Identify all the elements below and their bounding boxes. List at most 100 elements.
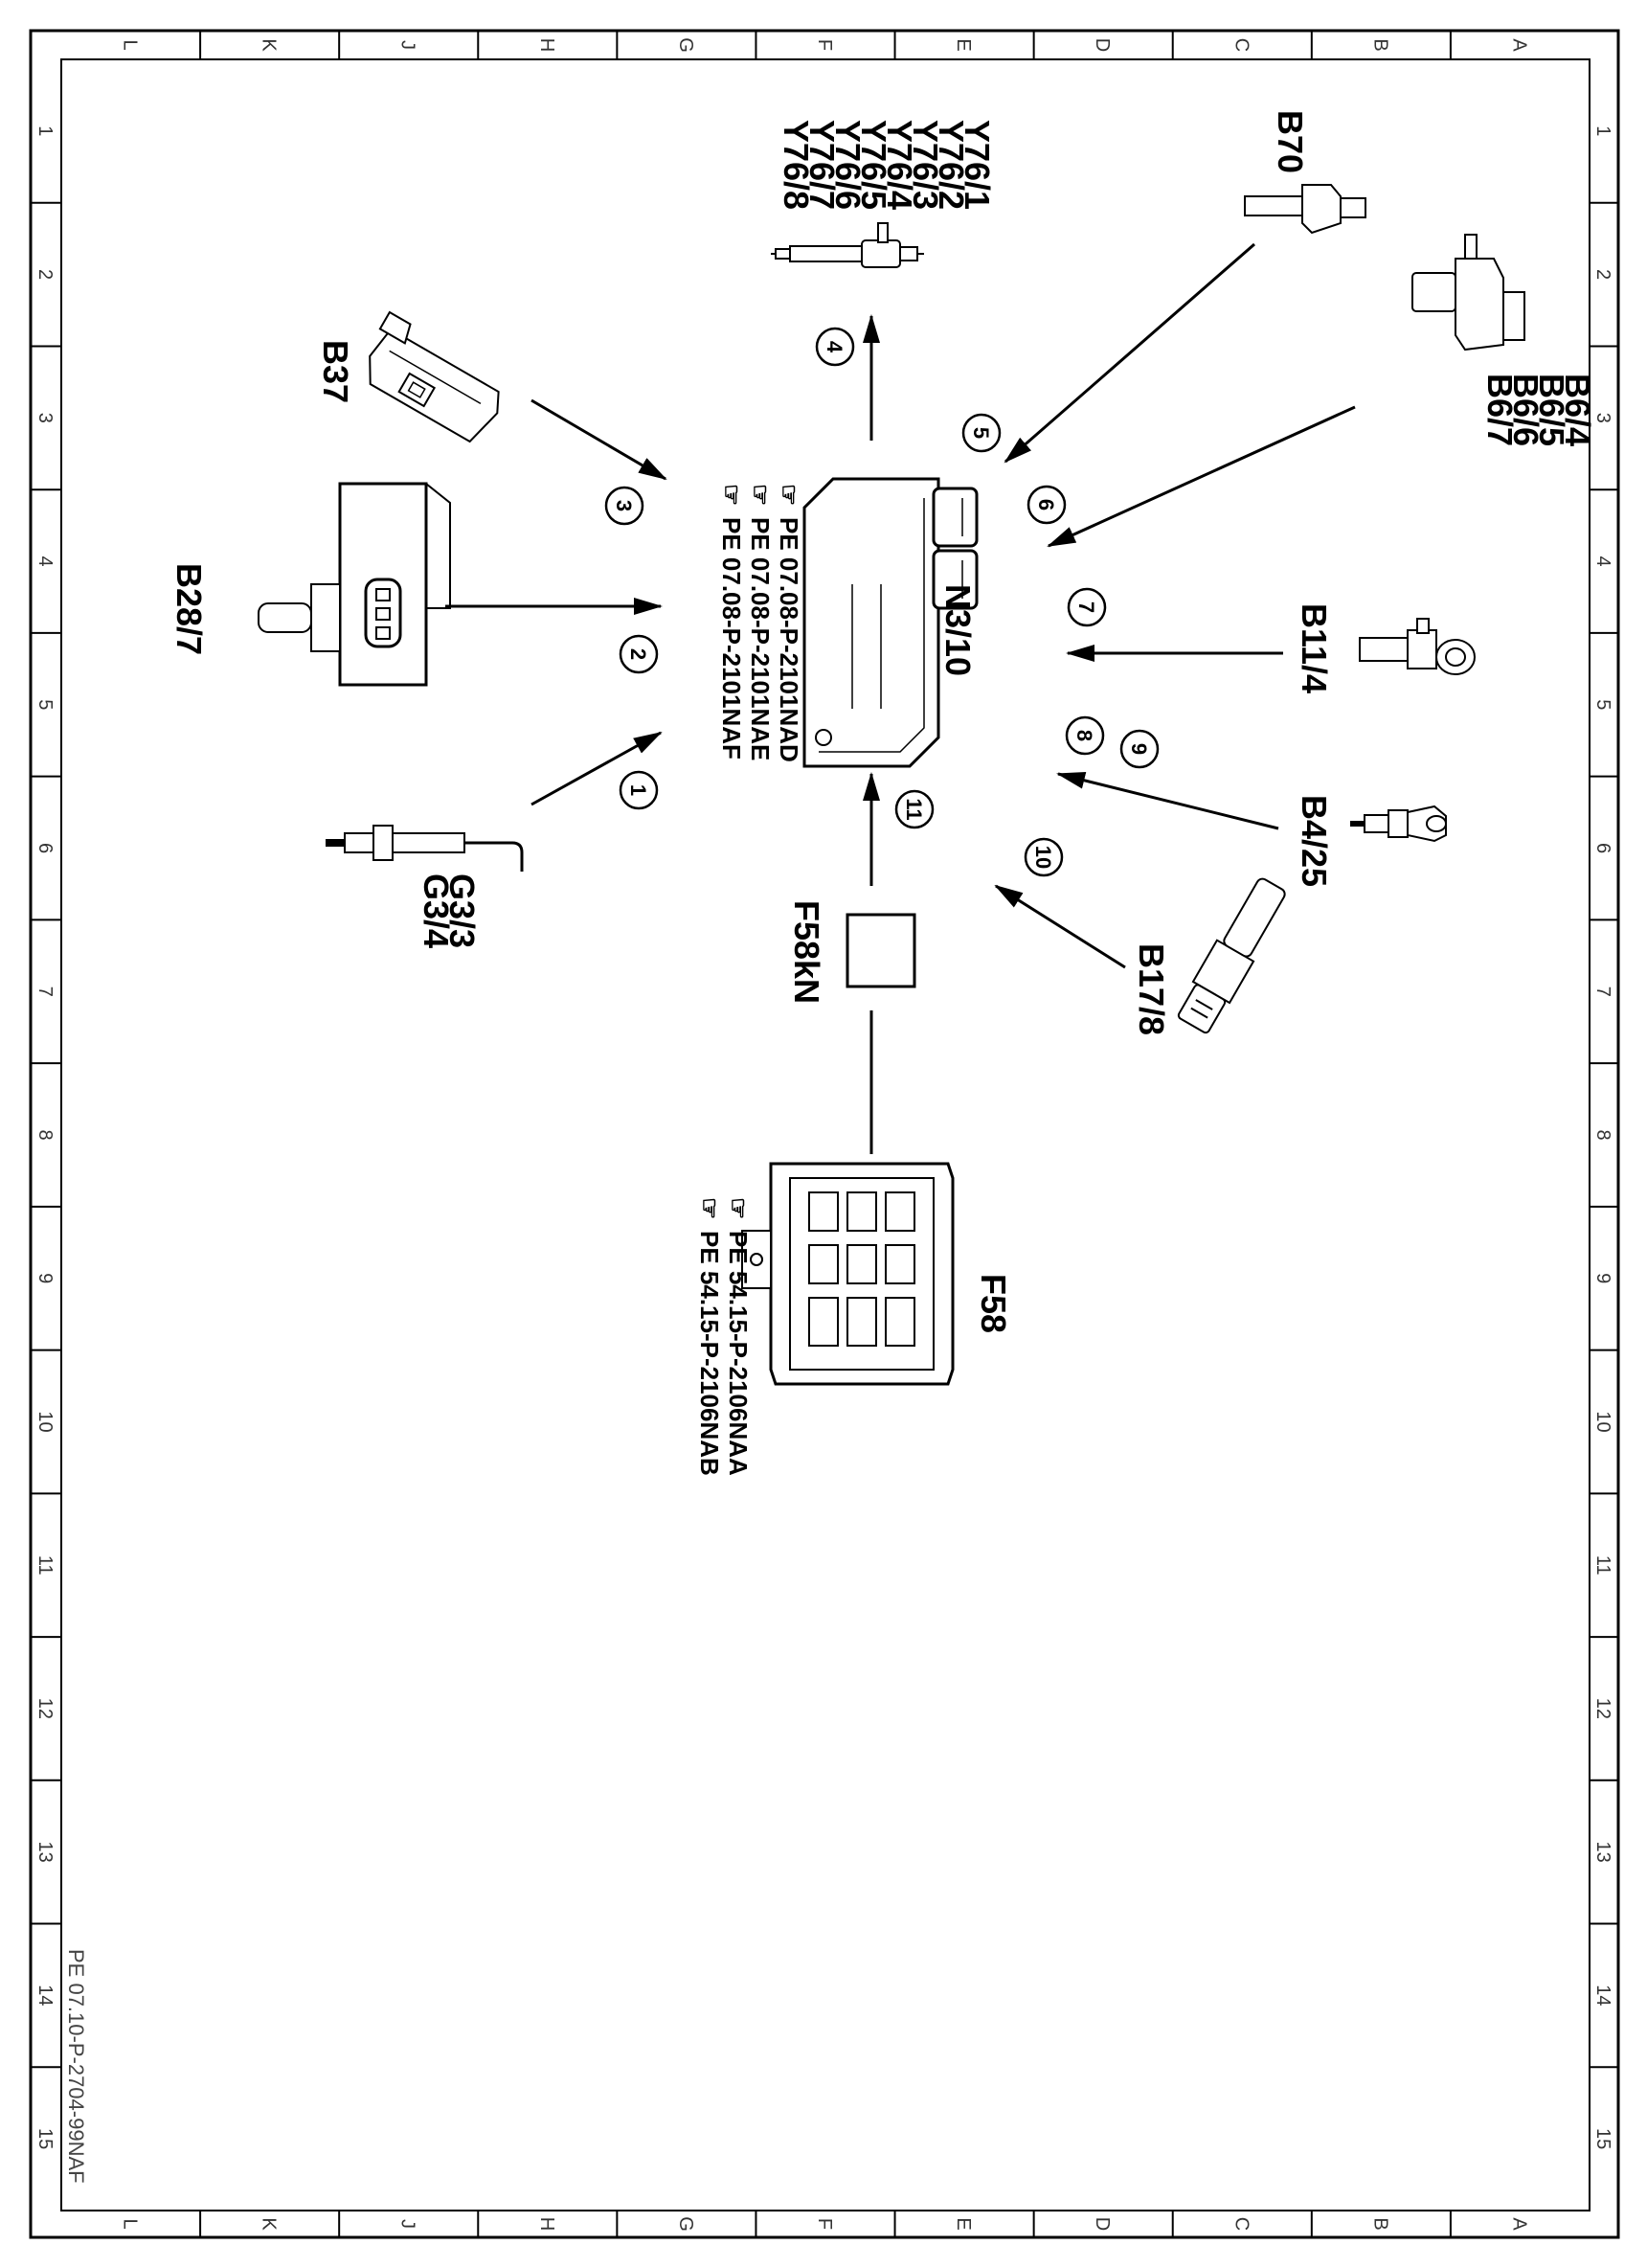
grid-column-label: E xyxy=(953,2217,974,2230)
reference-link[interactable]: PE 07.08-P-2101NAE xyxy=(746,517,775,760)
grid-column-label: A xyxy=(1508,38,1529,52)
callout-8: 8 xyxy=(1065,715,1105,756)
hand-pointer-icon: ☞ xyxy=(695,1197,724,1219)
callout-4: 4 xyxy=(815,327,855,367)
sensor-g3-drawing xyxy=(326,825,524,872)
callout-number: 11 xyxy=(902,798,926,820)
grid-row-label: 5 xyxy=(34,699,56,710)
hand-pointer-icon: ☞ xyxy=(724,1197,753,1219)
arrow-b37-to-control-unit xyxy=(530,398,667,481)
callout-number: 7 xyxy=(1074,601,1098,613)
grid-column-label: F xyxy=(814,39,835,51)
sensor-label: B11/4 xyxy=(1295,603,1334,693)
callout-number: 9 xyxy=(1127,743,1151,755)
sensor-label: B70 xyxy=(1271,110,1310,173)
reference-link[interactable]: PE 07.08-P-2101NAF xyxy=(717,517,746,760)
grid-row-label: 10 xyxy=(34,1411,56,1432)
grid-row-label: 11 xyxy=(34,1555,56,1576)
grid-row-label: 2 xyxy=(34,269,56,280)
fuse-box-drawing xyxy=(741,1162,955,1386)
sensor-label: G3/3 xyxy=(442,873,482,948)
fuse-box-f58: F58 ☞ ☞ PE 54.15-P-2106NAA PE 54.15-P-21… xyxy=(695,1162,1013,1476)
grid-row-label: 7 xyxy=(34,987,56,997)
callout-number: 5 xyxy=(969,427,993,439)
sensor-label: G3/4 xyxy=(417,873,456,948)
callout-number: 2 xyxy=(626,648,650,660)
callout-number: 1 xyxy=(626,784,650,796)
arrow-b70-to-control-unit xyxy=(1004,242,1255,464)
grid-column-label: H xyxy=(536,38,557,52)
callout-10: 10 xyxy=(1024,837,1064,877)
grid-row-label: 3 xyxy=(1592,413,1613,423)
camshaft-sensors-b6: B6/4 B6/5 B6/6 B6/7 xyxy=(1411,234,1597,446)
grid-column-label: C xyxy=(1230,38,1252,52)
document-reference: PE 07.10-P-2704-99NAF xyxy=(64,1949,88,2184)
grid-row-label: 13 xyxy=(34,1842,56,1863)
grid-column-label: B xyxy=(1369,38,1390,51)
sensor-label: B6/4 xyxy=(1558,374,1597,446)
grid-column-label: C xyxy=(1230,2217,1252,2231)
injector-label: Y76/2 xyxy=(932,120,971,210)
border-grid-ticks xyxy=(31,31,1618,2237)
grid-row-label: 6 xyxy=(34,843,56,853)
injector-label: Y76/5 xyxy=(854,120,893,210)
grid-column-label: H xyxy=(536,2217,557,2231)
hand-pointer-icon: ☞ xyxy=(717,484,746,506)
grid-row-label: 2 xyxy=(1592,269,1613,280)
grid-column-label: G xyxy=(675,2216,696,2232)
grid-row-label: 8 xyxy=(1592,1129,1613,1140)
callout-1: 1 xyxy=(619,770,659,810)
injector-drawing xyxy=(771,222,924,268)
injector-label: Y76/7 xyxy=(802,120,842,210)
callout-7: 7 xyxy=(1067,587,1107,627)
arrow-b6-to-control-unit xyxy=(1047,405,1356,548)
callout-6: 6 xyxy=(1027,485,1067,525)
grid-row-label: 5 xyxy=(1592,699,1613,710)
grid-column-label: L xyxy=(120,39,141,50)
grid-row-label: 7 xyxy=(1592,987,1613,997)
hand-pointer-icon: ☞ xyxy=(746,484,775,506)
reference-link[interactable]: PE 07.08-P-2101NAD xyxy=(775,517,803,762)
callout-2: 2 xyxy=(619,634,659,674)
grid-column-label: K xyxy=(259,38,280,52)
injector-label: Y76/6 xyxy=(828,120,868,210)
arrow-b17-8-to-control-unit xyxy=(994,884,1126,969)
grid-column-label: B xyxy=(1369,2217,1390,2230)
grid-row-label: 14 xyxy=(1592,1984,1613,2006)
callout-number: 4 xyxy=(823,341,846,353)
grid-row-label: 12 xyxy=(34,1698,56,1719)
signal-arrows xyxy=(445,242,1356,1154)
injector-label: Y76/4 xyxy=(880,120,919,210)
fuse-box-references: ☞ ☞ PE 54.15-P-2106NAA PE 54.15-P-2106NA… xyxy=(695,1197,753,1476)
sensor-b37-drawing xyxy=(369,310,500,443)
callout-number: 8 xyxy=(1072,730,1096,741)
grid-row-label: 9 xyxy=(1592,1273,1613,1283)
coolant-sensor-b11-4: B11/4 xyxy=(1295,603,1476,693)
fuel-injector-y76: Y76/1 Y76/2 Y76/3 Y76/4 Y76/5 Y76/6 Y76/… xyxy=(771,120,997,268)
pressure-sensor-b28-7: B28/7 xyxy=(169,482,451,687)
grid-row-label: 9 xyxy=(34,1273,56,1283)
sensor-label: B37 xyxy=(316,340,355,403)
grid-column-label: E xyxy=(953,38,974,51)
grid-row-label: 1 xyxy=(34,125,56,136)
reference-link[interactable]: PE 54.15-P-2106NAB xyxy=(695,1231,724,1476)
callout-5: 5 xyxy=(961,413,1002,453)
sensor-label: B17/8 xyxy=(1132,943,1171,1035)
grid-row-label: 14 xyxy=(34,1984,56,2006)
grid-column-label: L xyxy=(120,2218,141,2229)
callout-number: 6 xyxy=(1034,499,1058,510)
sensor-b17-8-drawing xyxy=(1177,877,1286,1034)
relay-label: F58kN xyxy=(787,900,826,1004)
reference-link[interactable]: PE 54.15-P-2106NAA xyxy=(724,1231,753,1476)
sensor-label: B6/7 xyxy=(1480,374,1520,446)
injector-label: Y76/1 xyxy=(958,120,997,210)
sensor-b70-drawing xyxy=(1244,184,1366,235)
oxygen-sensors-g3: G3/3 G3/4 xyxy=(326,825,524,948)
injector-labels: Y76/1 Y76/2 Y76/3 Y76/4 Y76/5 Y76/6 Y76/… xyxy=(777,120,997,210)
sensor-label: B6/6 xyxy=(1506,374,1545,446)
control-unit-drawing xyxy=(802,477,979,768)
grid-column-label: G xyxy=(675,37,696,53)
sheet-frame xyxy=(29,29,1620,2239)
grid-row-label: 13 xyxy=(1592,1842,1613,1863)
